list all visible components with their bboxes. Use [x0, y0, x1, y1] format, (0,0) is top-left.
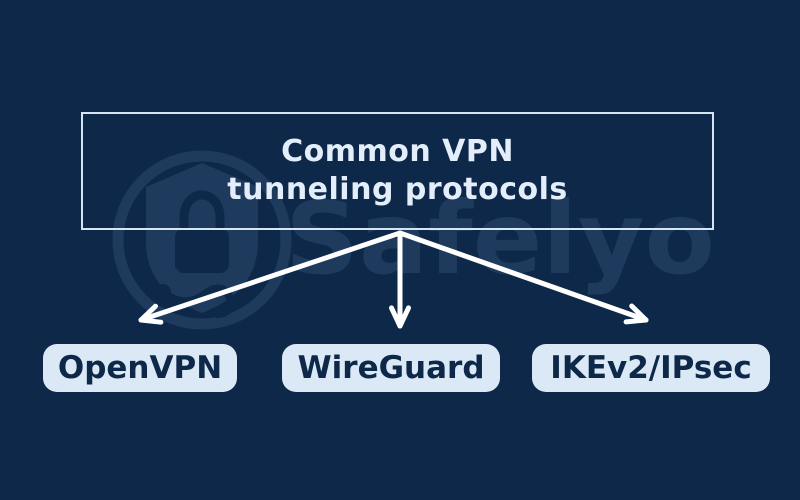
- node-openvpn: OpenVPN: [43, 344, 237, 392]
- arrow-to-openvpn: [138, 230, 403, 325]
- node-ikev2-ipsec: IKEv2/IPsec: [532, 344, 770, 392]
- node-wireguard: WireGuard: [282, 344, 500, 392]
- title-line-2: tunneling protocols: [227, 172, 568, 207]
- arrow-to-ikev2-ipsec: [397, 230, 649, 325]
- arrow-to-wireguard: [389, 230, 411, 329]
- title-line-1: Common VPN: [281, 134, 514, 169]
- title-box: Common VPN tunneling protocols: [81, 112, 714, 230]
